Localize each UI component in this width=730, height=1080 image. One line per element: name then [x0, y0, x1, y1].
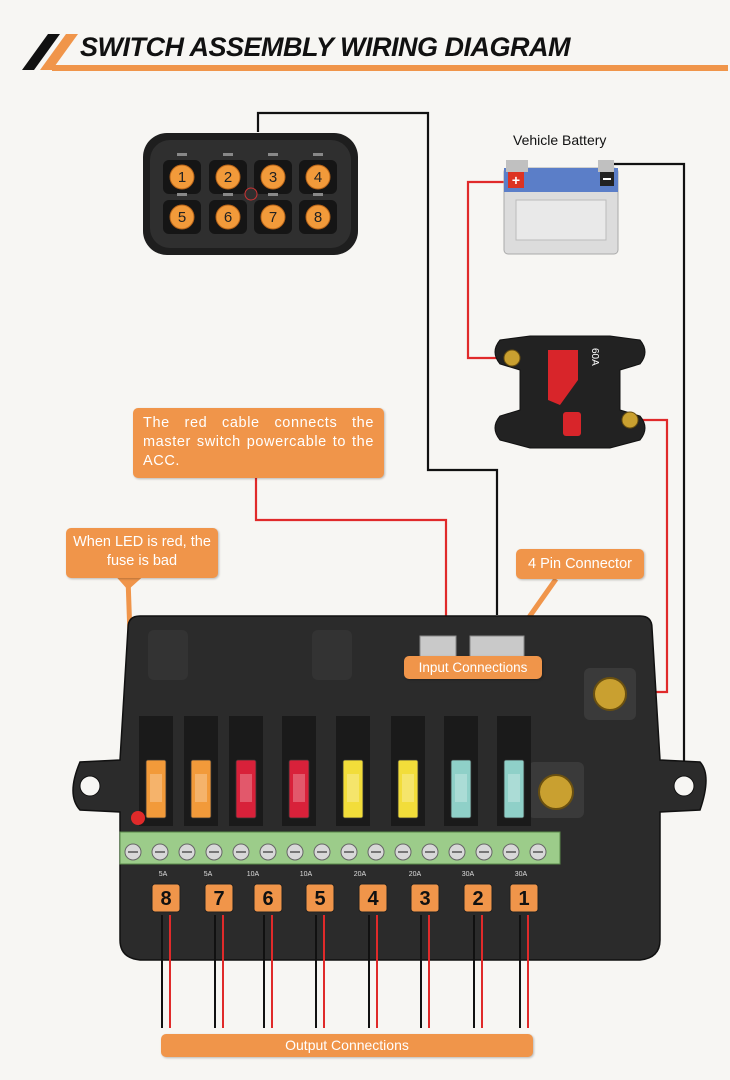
switch-button-1[interactable]: 1 [163, 153, 201, 194]
switch-button-label: 7 [269, 209, 277, 226]
switch-button-label: 8 [314, 209, 322, 226]
breaker-rating: 60A [589, 348, 600, 366]
fuse-3[interactable] [235, 759, 257, 819]
vehicle-battery: + [503, 160, 619, 255]
output-number-label: 3 [419, 888, 430, 910]
output-number-6: 6 [253, 883, 283, 913]
switch-button-7[interactable]: 7 [254, 193, 292, 234]
led-callout: When LED is red, the fuse is bad [66, 528, 218, 578]
output-number-4: 4 [358, 883, 388, 913]
output-number-label: 1 [518, 888, 529, 910]
switch-panel: 1 2 3 4 5 6 7 8 [143, 133, 358, 255]
fuse-2[interactable] [190, 759, 212, 819]
fuse-rating-label: 20A [409, 871, 422, 878]
output-number-label: 6 [262, 888, 273, 910]
output-number-label: 4 [367, 888, 379, 910]
output-number-label: 2 [472, 888, 483, 910]
fuse-4[interactable] [288, 759, 310, 819]
fuse-rating-label: 30A [515, 871, 528, 878]
switch-button-label: 2 [224, 169, 232, 186]
output-number-8: 8 [151, 883, 181, 913]
fuse-rating-label: 10A [247, 871, 260, 878]
battery-positive-wire [466, 180, 506, 360]
output-number-2: 2 [463, 883, 493, 913]
fuse-8[interactable] [503, 759, 525, 819]
fuse-6[interactable] [397, 759, 419, 819]
switch-button-label: 3 [269, 169, 277, 186]
fuse-rating-label: 5A [204, 871, 213, 878]
fuse-rating-label: 30A [462, 871, 475, 878]
switch-button-6[interactable]: 6 [209, 193, 247, 234]
title-bar [22, 34, 728, 71]
circuit-breaker: 60A [494, 335, 646, 449]
fuse-7[interactable] [450, 759, 472, 819]
fuse-rating-label: 5A [159, 871, 168, 878]
svg-text:+: + [512, 172, 520, 188]
page-title: SWITCH ASSEMBLY WIRING DIAGRAM [80, 32, 570, 62]
output-number-1: 1 [509, 883, 539, 913]
fuse-1[interactable] [145, 759, 167, 819]
switch-button-3[interactable]: 3 [254, 153, 292, 194]
four-pin-callout: 4 Pin Connector [516, 549, 644, 579]
switch-button-label: 4 [314, 169, 322, 186]
fuse-rating-label: 10A [300, 871, 313, 878]
switch-button-label: 6 [224, 209, 232, 226]
switch-button-label: 5 [178, 209, 186, 226]
switch-button-5[interactable]: 5 [163, 193, 201, 234]
output-number-label: 5 [314, 888, 325, 910]
output-connections-label: Output Connections [161, 1034, 533, 1057]
fuse-rating-label: 20A [354, 871, 367, 878]
switch-cable [256, 111, 499, 615]
output-number-7: 7 [204, 883, 234, 913]
battery-label: Vehicle Battery [513, 132, 607, 148]
output-number-label: 7 [213, 888, 224, 910]
input-connections-label: Input Connections [404, 656, 542, 679]
output-number-label: 8 [160, 888, 171, 910]
output-number-5: 5 [305, 883, 335, 913]
switch-button-2[interactable]: 2 [209, 153, 247, 194]
fuse-led [131, 811, 145, 825]
switch-button-label: 1 [178, 169, 186, 186]
fuse-5[interactable] [342, 759, 364, 819]
switch-button-4[interactable]: 4 [299, 153, 337, 194]
acc-red-wire [254, 478, 448, 630]
fuse-box: 5A 5A 10A 10A 20A 20A 30A 30A [72, 615, 707, 961]
output-number-3: 3 [410, 883, 440, 913]
switch-button-8[interactable]: 8 [299, 193, 337, 234]
acc-callout: The red cable connects the master switch… [133, 408, 384, 478]
